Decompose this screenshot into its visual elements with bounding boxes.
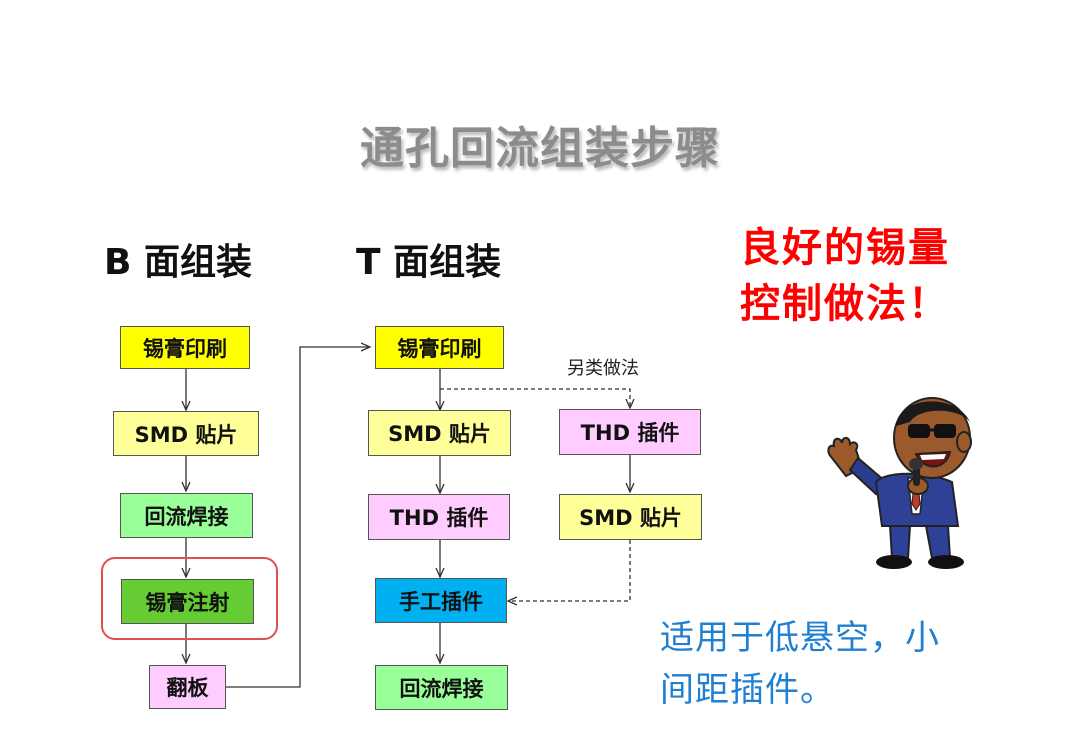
usage-line-1: 适用于低悬空，小 (660, 618, 940, 658)
callout-line-1: 良好的锡量 (740, 225, 950, 271)
flip-connector (226, 347, 370, 688)
t-step-thd-insertion: THD 插件 (368, 494, 510, 540)
alt-step-smd-placement: SMD 贴片 (559, 494, 702, 540)
alt-step-thd-insertion: THD 插件 (559, 409, 701, 455)
b-step-paste-injection: 锡膏注射 (121, 579, 254, 624)
t-step-solder-paste-print: 锡膏印刷 (375, 326, 504, 369)
page-title: 通孔回流组装步骤 (360, 123, 720, 174)
usage-line-2: 间距插件。 (660, 670, 835, 710)
callout-text: 良好的锡量 控制做法！ (740, 220, 950, 332)
alt-branch-connector (440, 388, 630, 408)
t-step-smd-placement: SMD 贴片 (368, 410, 511, 456)
b-step-smd-placement: SMD 贴片 (113, 411, 259, 456)
t-side-heading: T 面组装 (356, 242, 502, 283)
presenter-with-microphone-icon (827, 397, 972, 569)
b-step-flip-board: 翻板 (149, 665, 226, 709)
t-step-manual-insertion: 手工插件 (375, 578, 507, 623)
b-step-reflow: 回流焊接 (120, 493, 253, 538)
b-step-solder-paste-print: 锡膏印刷 (120, 326, 250, 369)
alt-merge-connector (508, 540, 631, 601)
b-side-heading: B 面组装 (104, 242, 252, 283)
callout-line-2: 控制做法！ (740, 281, 950, 327)
alt-method-label: 另类做法 (567, 358, 639, 379)
usage-note: 适用于低悬空，小 间距插件。 (660, 612, 940, 716)
paste-injection-highlight-ring (101, 557, 278, 640)
t-step-reflow: 回流焊接 (375, 665, 508, 710)
